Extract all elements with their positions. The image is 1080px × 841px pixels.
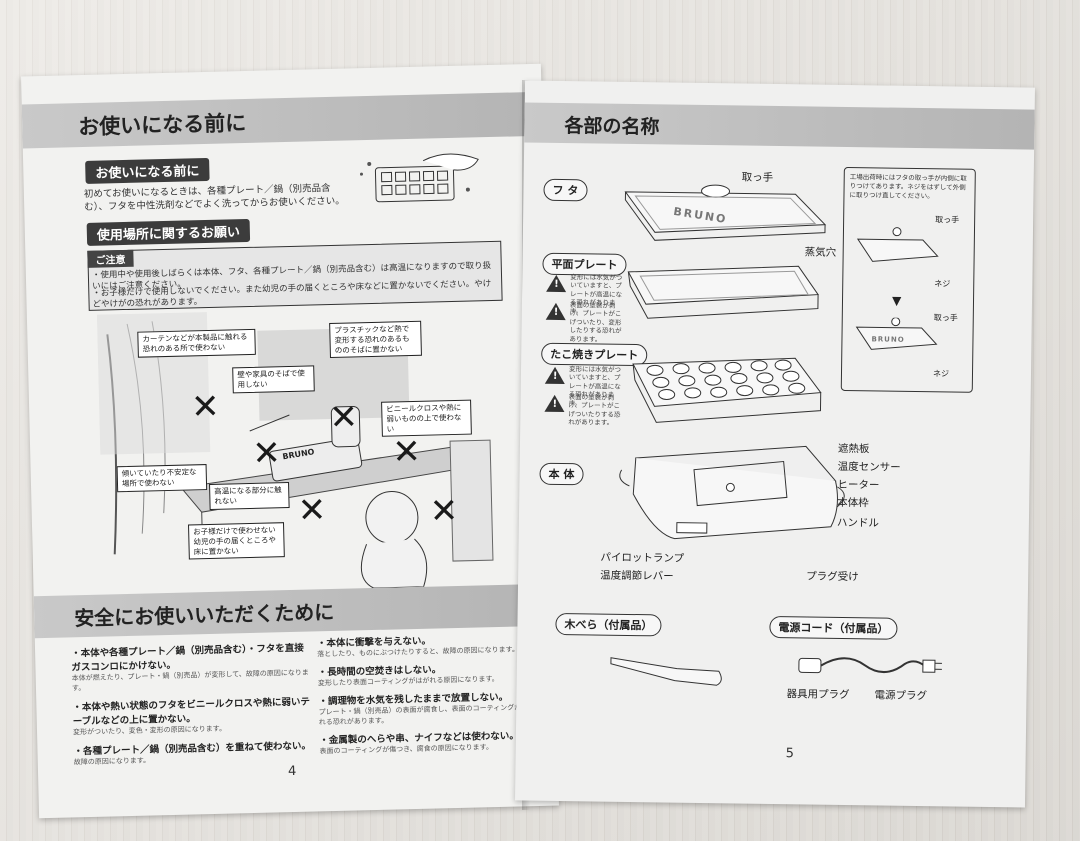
- power-cord-illustration: [798, 657, 942, 674]
- cord-label-power-plug: 電源プラグ: [874, 689, 928, 703]
- part-tag-lid: フ タ: [543, 178, 588, 202]
- accessory-tag-spatula: 木べら（付属品）: [555, 612, 662, 637]
- safety-list-col1: ・本体や各種プレート／鍋（別売品含む）・フタを直接ガスコンロにかけない。 本体が…: [71, 640, 314, 768]
- body-label-frame: 本体枠: [837, 496, 869, 510]
- x-mark-icon: ✕: [391, 431, 422, 473]
- part-tag-main-body: 本 体: [539, 462, 584, 486]
- takoyaki-warning-2: 表面の塗装が剥げ、プレートがこげついたりする恐れがあります。: [568, 393, 621, 428]
- safety-item: ・本体や熱い状態のフタをビニールクロスや熱に弱いテーブルなどの上に置かない。 変…: [72, 696, 311, 737]
- x-mark-icon: ✕: [190, 386, 221, 428]
- callout-children: お子様だけで使わせない 幼児の手の届くところや床に置かない: [188, 522, 285, 560]
- flat-plate-illustration: [627, 265, 820, 319]
- cord-label-appliance-plug: 器具用プラグ: [786, 688, 850, 702]
- safety-item: ・本体や各種プレート／鍋（別売品含む）・フタを直接ガスコンロにかけない。 本体が…: [71, 642, 309, 693]
- x-mark-icon: ✕: [429, 490, 459, 532]
- x-mark-icon: ✕: [297, 490, 327, 531]
- takoyaki-plate-illustration: [632, 357, 822, 423]
- caution-tag: ご注意: [87, 249, 134, 268]
- page-number: 5: [785, 746, 795, 762]
- inset-label-handle-bottom: 取っ手: [933, 313, 958, 323]
- section-text-before-use: 初めてお使いになるときは、各種プレート／鍋（別売品含む）、フタを中性洗剤などでよ…: [83, 182, 345, 213]
- body-label-plug-receiver: プラグ受け: [806, 570, 859, 584]
- main-body-illustration: [619, 445, 845, 540]
- body-label-heat-shield: 遮熱板: [837, 442, 870, 456]
- lid-label-handle: 取っ手: [741, 171, 774, 184]
- warning-icon: [544, 394, 565, 413]
- body-label-heater: ヒーター: [837, 478, 880, 492]
- inset-lid-illustration-bottom: [855, 317, 938, 350]
- inset-note: 工場出荷時にはフタの取っ手が内側に取りつけてあります。ネジをはずして外側に取りつ…: [849, 173, 967, 200]
- callout-vinyl: ビニールクロスや熱に弱いものの上で使わない: [381, 399, 472, 438]
- x-mark-icon: ✕: [328, 397, 359, 439]
- callout-plastic: プラスチックなど熱で変形する恐れのあるもののそばに置かない: [329, 320, 422, 359]
- section-tag-before-use: お使いになる前に: [85, 157, 210, 184]
- section-tag-location: 使用場所に関するお願い: [86, 218, 251, 246]
- body-label-temp-lever: 温度調節レバー: [600, 569, 674, 583]
- safety-item: ・本体に衝撃を与えない。 落としたり、ものにぶつけたりすると、故障の原因になりま…: [316, 635, 520, 659]
- page-number: 4: [287, 763, 297, 780]
- safety-item: ・長時間の空焚きはしない。 変形したり表面コーティングがはがれる原因になります。: [317, 664, 499, 688]
- accessory-tag-power-cord: 電源コード（付属品）: [769, 615, 898, 640]
- safety-item: ・金属製のへらや串、ナイフなどは使わない。 表面のコーティングが傷つき、腐食の原…: [319, 730, 519, 756]
- inset-label-handle-top: 取っ手: [935, 215, 960, 225]
- body-label-temp-sensor: 温度センサー: [837, 460, 901, 474]
- safety-item: ・各種プレート／鍋（別売品含む）を重ねて使わない。 故障の原因になります。: [73, 740, 312, 767]
- warning-icon: [544, 366, 566, 385]
- lid-illustration: [624, 184, 827, 241]
- flat-warning-2: 表面の塗装が剥げ、プレートがこげついたり、変形したりする恐れがあります。: [569, 301, 622, 344]
- x-mark-icon: ✕: [251, 433, 282, 474]
- warning-icon: [545, 302, 566, 321]
- arrow-down-icon: ▼: [891, 293, 902, 308]
- safety-item: ・調理物を水気を残したままで放置しない。 プレート・鍋（別売品）の表面が腐食し、…: [318, 691, 536, 727]
- callout-wall: 壁や家具のそばで使用しない: [232, 365, 315, 393]
- washing-hands-illustration: [360, 153, 479, 203]
- callout-unstable: 傾いていたり不安定な場所で使わない: [116, 464, 208, 492]
- body-label-handle: ハンドル: [836, 516, 879, 530]
- safety-list-col2: ・本体に衝撃を与えない。 落としたり、ものにぶつけたりすると、故障の原因になりま…: [317, 630, 540, 756]
- wooden-spatula-illustration: [610, 657, 722, 686]
- inset-lid-illustration-top: [856, 227, 939, 262]
- callout-hot: 高温になる部分に触れない: [209, 482, 290, 510]
- inset-logo: BRUNO: [871, 335, 905, 344]
- left-manual-page: お使いになる前に お使いになる前に 初めてお使いになるときは、各種プレート／鍋（…: [21, 63, 559, 819]
- callout-curtain: カーテンなどが本製品に触れる恐れのある所で使わない: [137, 328, 256, 358]
- inset-label-screw-top: ネジ: [934, 279, 951, 289]
- right-manual-page: 各部の名称 フ タ BRUNO 取っ手 蒸気穴 工場出荷時にはフタの取っ手が内側…: [514, 80, 1036, 808]
- page-banner: 各部の名称: [524, 102, 1035, 150]
- inset-label-screw-bottom: ネジ: [932, 369, 950, 379]
- warning-icon: [546, 274, 567, 293]
- body-label-pilot-lamp: パイロットランプ: [600, 551, 685, 565]
- page-banner: お使いになる前に: [21, 91, 543, 149]
